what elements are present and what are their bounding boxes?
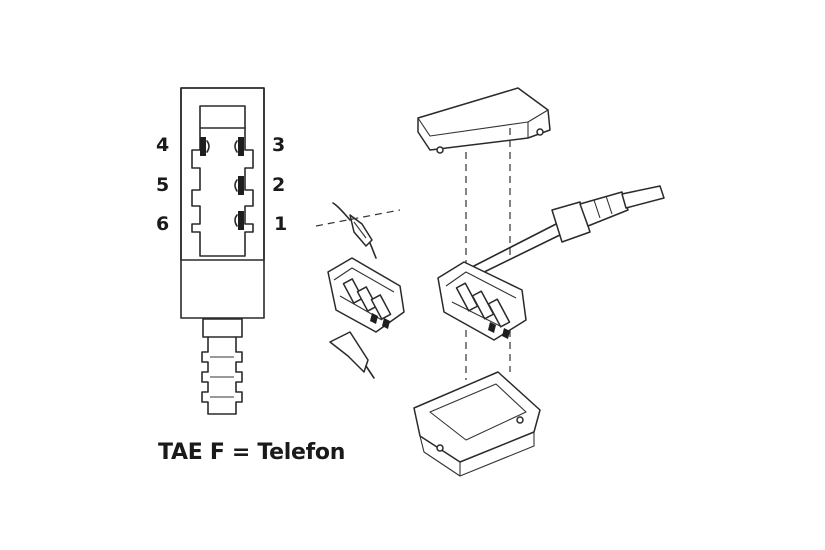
pin-label-4: 4	[156, 134, 170, 156]
pin-label-2: 2	[272, 174, 286, 196]
pin-label-3: 3	[272, 134, 286, 156]
contact-2	[234, 176, 244, 195]
pin-label-1: 1	[274, 213, 288, 235]
pin-label-5: 5	[156, 174, 170, 196]
contact-3	[234, 137, 244, 156]
contact-4	[200, 137, 210, 156]
diagram-caption: TAE F = Telefon	[158, 440, 346, 465]
contact-1	[234, 211, 244, 230]
contact-insert-detail	[315, 202, 405, 379]
exploded-housing	[413, 87, 665, 477]
tae-socket-front-view	[180, 87, 265, 415]
pin-label-6: 6	[156, 213, 170, 235]
